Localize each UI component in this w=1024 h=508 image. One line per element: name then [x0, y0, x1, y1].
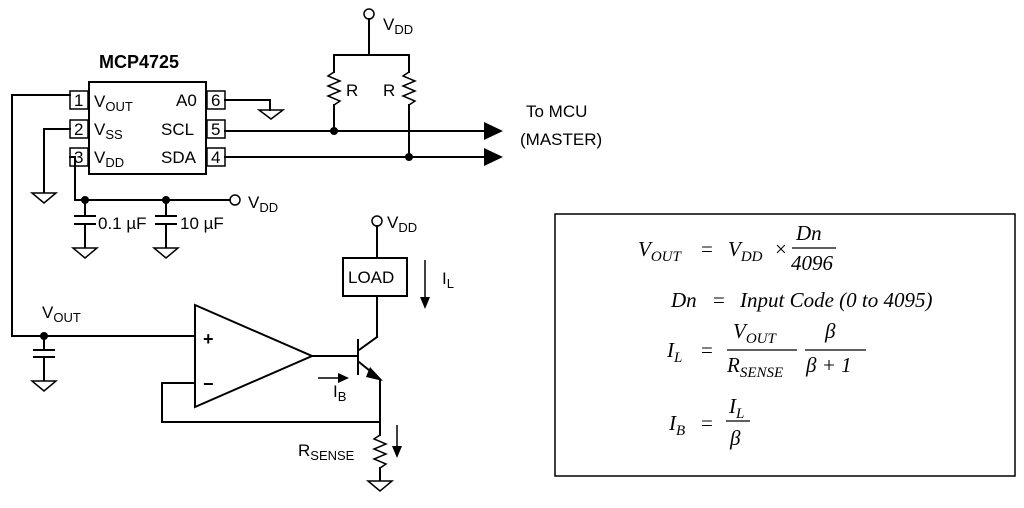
vout-line: VOUT [11, 94, 196, 392]
sense-resistor: RSENSE [298, 380, 402, 492]
svg-text:4: 4 [211, 148, 220, 167]
svg-text:×: × [775, 237, 787, 261]
vdd-top-terminal: VDD [363, 8, 413, 56]
svg-text:=: = [713, 288, 725, 312]
svg-text:IL: IL [666, 338, 682, 366]
npn-transistor [357, 335, 383, 381]
sda-line [224, 148, 503, 166]
svg-text:IB: IB [333, 382, 346, 404]
pullup-resistor-left: R [326, 54, 358, 132]
master-label: (MASTER) [520, 130, 602, 149]
scl-line [224, 122, 503, 140]
svg-text:IL: IL [442, 269, 454, 291]
svg-text:2: 2 [74, 120, 83, 139]
svg-text:IB: IB [668, 411, 685, 439]
vss-ground [29, 128, 71, 204]
vdd-decoupling: VDD 0.1 µF 10 µF [69, 156, 278, 259]
svg-text:R: R [346, 81, 358, 100]
svg-text:=: = [701, 411, 713, 435]
svg-text:3: 3 [74, 148, 83, 167]
svg-text:VDD: VDD [383, 15, 413, 37]
svg-text:RSENSE: RSENSE [298, 441, 355, 463]
svg-text:Input Code (0 to 4095): Input Code (0 to 4095) [739, 288, 932, 312]
svg-text:1: 1 [74, 91, 83, 110]
to-mcu-label: To MCU [526, 102, 587, 121]
svg-text:SCL: SCL [161, 120, 194, 139]
pullup-resistor-right: R [383, 54, 417, 158]
chip-pins: 1 VOUT 2 VSS 3 VDD 6 A0 5 SCL 4 SDA [69, 90, 226, 170]
op-amp: + − [161, 303, 381, 423]
svg-text:Dn: Dn [670, 288, 697, 312]
svg-text:VDD: VDD [248, 193, 278, 215]
equation-ib: IB = IL β [668, 394, 750, 450]
svg-text:−: − [203, 374, 214, 394]
svg-text:4096: 4096 [791, 251, 834, 275]
svg-text:VSS: VSS [94, 120, 123, 142]
svg-text:RSENSE: RSENSE [726, 353, 783, 381]
svg-text:0.1 µF: 0.1 µF [98, 214, 147, 233]
svg-text:=: = [701, 338, 713, 362]
equation-dn-definition: Dn = Input Code (0 to 4095) [670, 288, 932, 312]
svg-text:VOUT: VOUT [42, 303, 81, 325]
a0-ground [224, 99, 286, 120]
svg-text:A0: A0 [176, 91, 197, 110]
svg-text:VOUT: VOUT [94, 92, 133, 114]
svg-text:β + 1: β + 1 [805, 353, 852, 377]
equation-vout: VOUT = VDD × Dn 4096 [638, 221, 836, 275]
svg-text:=: = [701, 237, 713, 261]
svg-text:β: β [729, 426, 741, 450]
equations-box [554, 213, 1016, 477]
svg-text:VOUT: VOUT [733, 319, 777, 347]
equation-il: IL = VOUT RSENSE β β + 1 [666, 319, 866, 381]
svg-text:IL: IL [728, 394, 744, 422]
chip-body [88, 81, 207, 175]
svg-text:β: β [824, 319, 836, 343]
svg-text:VDD: VDD [728, 237, 763, 265]
svg-text:6: 6 [211, 91, 220, 110]
svg-text:Dn: Dn [795, 221, 822, 245]
svg-text:10 µF: 10 µF [180, 214, 224, 233]
load-path: VDD LOAD IL [342, 213, 454, 338]
ib-arrow: IB [318, 373, 349, 404]
svg-text:VDD: VDD [94, 148, 124, 170]
svg-text:SDA: SDA [161, 148, 197, 167]
svg-text:+: + [203, 329, 214, 349]
svg-text:LOAD: LOAD [348, 268, 394, 287]
svg-text:5: 5 [211, 120, 220, 139]
svg-text:VOUT: VOUT [638, 237, 682, 265]
svg-text:R: R [383, 81, 395, 100]
svg-text:VDD: VDD [387, 213, 417, 235]
chip-name: MCP4725 [99, 52, 179, 72]
